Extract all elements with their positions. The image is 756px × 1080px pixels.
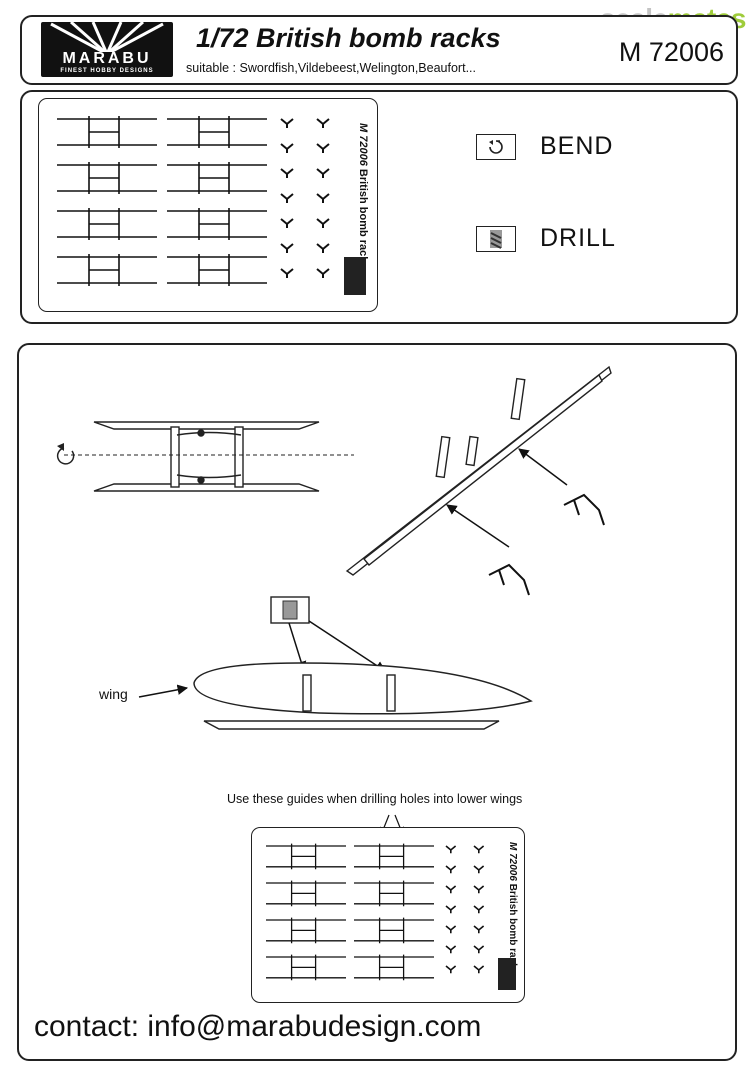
sway-brace-part [445, 965, 457, 974]
sway-brace-part [316, 168, 330, 178]
page-title: 1/72 British bomb racks [196, 23, 501, 53]
sway-brace-part [473, 945, 485, 954]
sway-brace-part [316, 268, 330, 278]
sway-brace-part [473, 885, 485, 894]
photoetch-fret: M 72006 British bomb racks [38, 98, 378, 312]
sway-brace-part [316, 118, 330, 128]
rack-part [167, 162, 267, 194]
bend-arrow-icon [476, 133, 516, 160]
contact-info: contact: info@marabudesign.com [34, 1010, 482, 1043]
rack-part [354, 954, 434, 981]
sway-brace-part [488, 563, 530, 596]
fret-parts-drawing [57, 116, 330, 286]
sway-brace-part [280, 268, 294, 278]
fret-legend-panel: M 72006 British bomb racks BEND DRILL [20, 90, 738, 324]
sway-brace-part [473, 845, 485, 854]
sway-brace-part [316, 193, 330, 203]
instruction-drawings [56, 365, 612, 836]
fret-label: M 72006 British bomb racks [507, 842, 518, 975]
wing-label: wing [99, 686, 128, 702]
logo-subtitle: FINEST HOBBY DESIGNS [60, 68, 154, 74]
photoetch-fret-guide: M 72006 British bomb racks [251, 827, 525, 1003]
rack-part [354, 843, 434, 870]
rack-part [266, 880, 346, 907]
legend-drill: DRILL [476, 224, 616, 253]
drilling-guide-note: Use these guides when drilling holes int… [227, 792, 523, 806]
wing-profile [193, 662, 533, 715]
fret-logo-mark [498, 958, 516, 990]
header-panel: MARABU FINEST HOBBY DESIGNS 1/72 British… [20, 15, 738, 85]
rack-part [167, 208, 267, 240]
sway-brace-part [445, 925, 457, 934]
drill-label: DRILL [540, 224, 616, 252]
rack-part [266, 917, 346, 944]
drill-bit-icon [270, 596, 310, 624]
sway-brace-part [473, 905, 485, 914]
sway-brace-part [445, 845, 457, 854]
sway-brace-part [280, 193, 294, 203]
rack-part [167, 116, 267, 148]
fret-logo-mark [344, 257, 366, 295]
rack-bend-drawing [93, 421, 320, 492]
sway-brace-part [280, 118, 294, 128]
fret-label: M 72006 British bomb racks [357, 123, 369, 269]
rack-part [266, 954, 346, 981]
logo-text: MARABU [62, 50, 152, 67]
rack-part [57, 162, 157, 194]
sway-brace-part [445, 885, 457, 894]
rack-part [354, 880, 434, 907]
sway-brace-part [316, 243, 330, 253]
sway-brace-part [280, 168, 294, 178]
sway-brace-part [473, 925, 485, 934]
sway-brace-part [473, 965, 485, 974]
rack-part [57, 208, 157, 240]
fret-parts-drawing [266, 843, 485, 981]
sway-brace-part [473, 865, 485, 874]
rack-part [167, 254, 267, 286]
product-code: M 72006 [618, 37, 724, 67]
marabu-logo: MARABU FINEST HOBBY DESIGNS [41, 22, 173, 77]
rack-part [57, 116, 157, 148]
sway-brace-part [280, 218, 294, 228]
sway-brace-part [280, 243, 294, 253]
rack-under-wing [203, 674, 500, 730]
sway-brace-part [316, 218, 330, 228]
rack-part [57, 254, 157, 286]
rotate-arrow-icon [56, 443, 75, 465]
suitable-aircraft: suitable : Swordfish,Vildebeest,Welingto… [186, 61, 476, 75]
sway-brace-part [563, 493, 605, 526]
drill-bit-icon [476, 225, 516, 252]
bend-label: BEND [540, 132, 614, 160]
sway-brace-part [445, 905, 457, 914]
rack-assembly-drawing [345, 365, 612, 576]
rack-part [354, 917, 434, 944]
instructions-panel: wing Use these guides when drilling hole… [17, 343, 737, 1061]
sway-brace-part [316, 143, 330, 153]
sway-brace-part [445, 945, 457, 954]
sway-brace-part [445, 865, 457, 874]
rack-part [266, 843, 346, 870]
sway-brace-part [280, 143, 294, 153]
legend-bend: BEND [476, 132, 613, 161]
